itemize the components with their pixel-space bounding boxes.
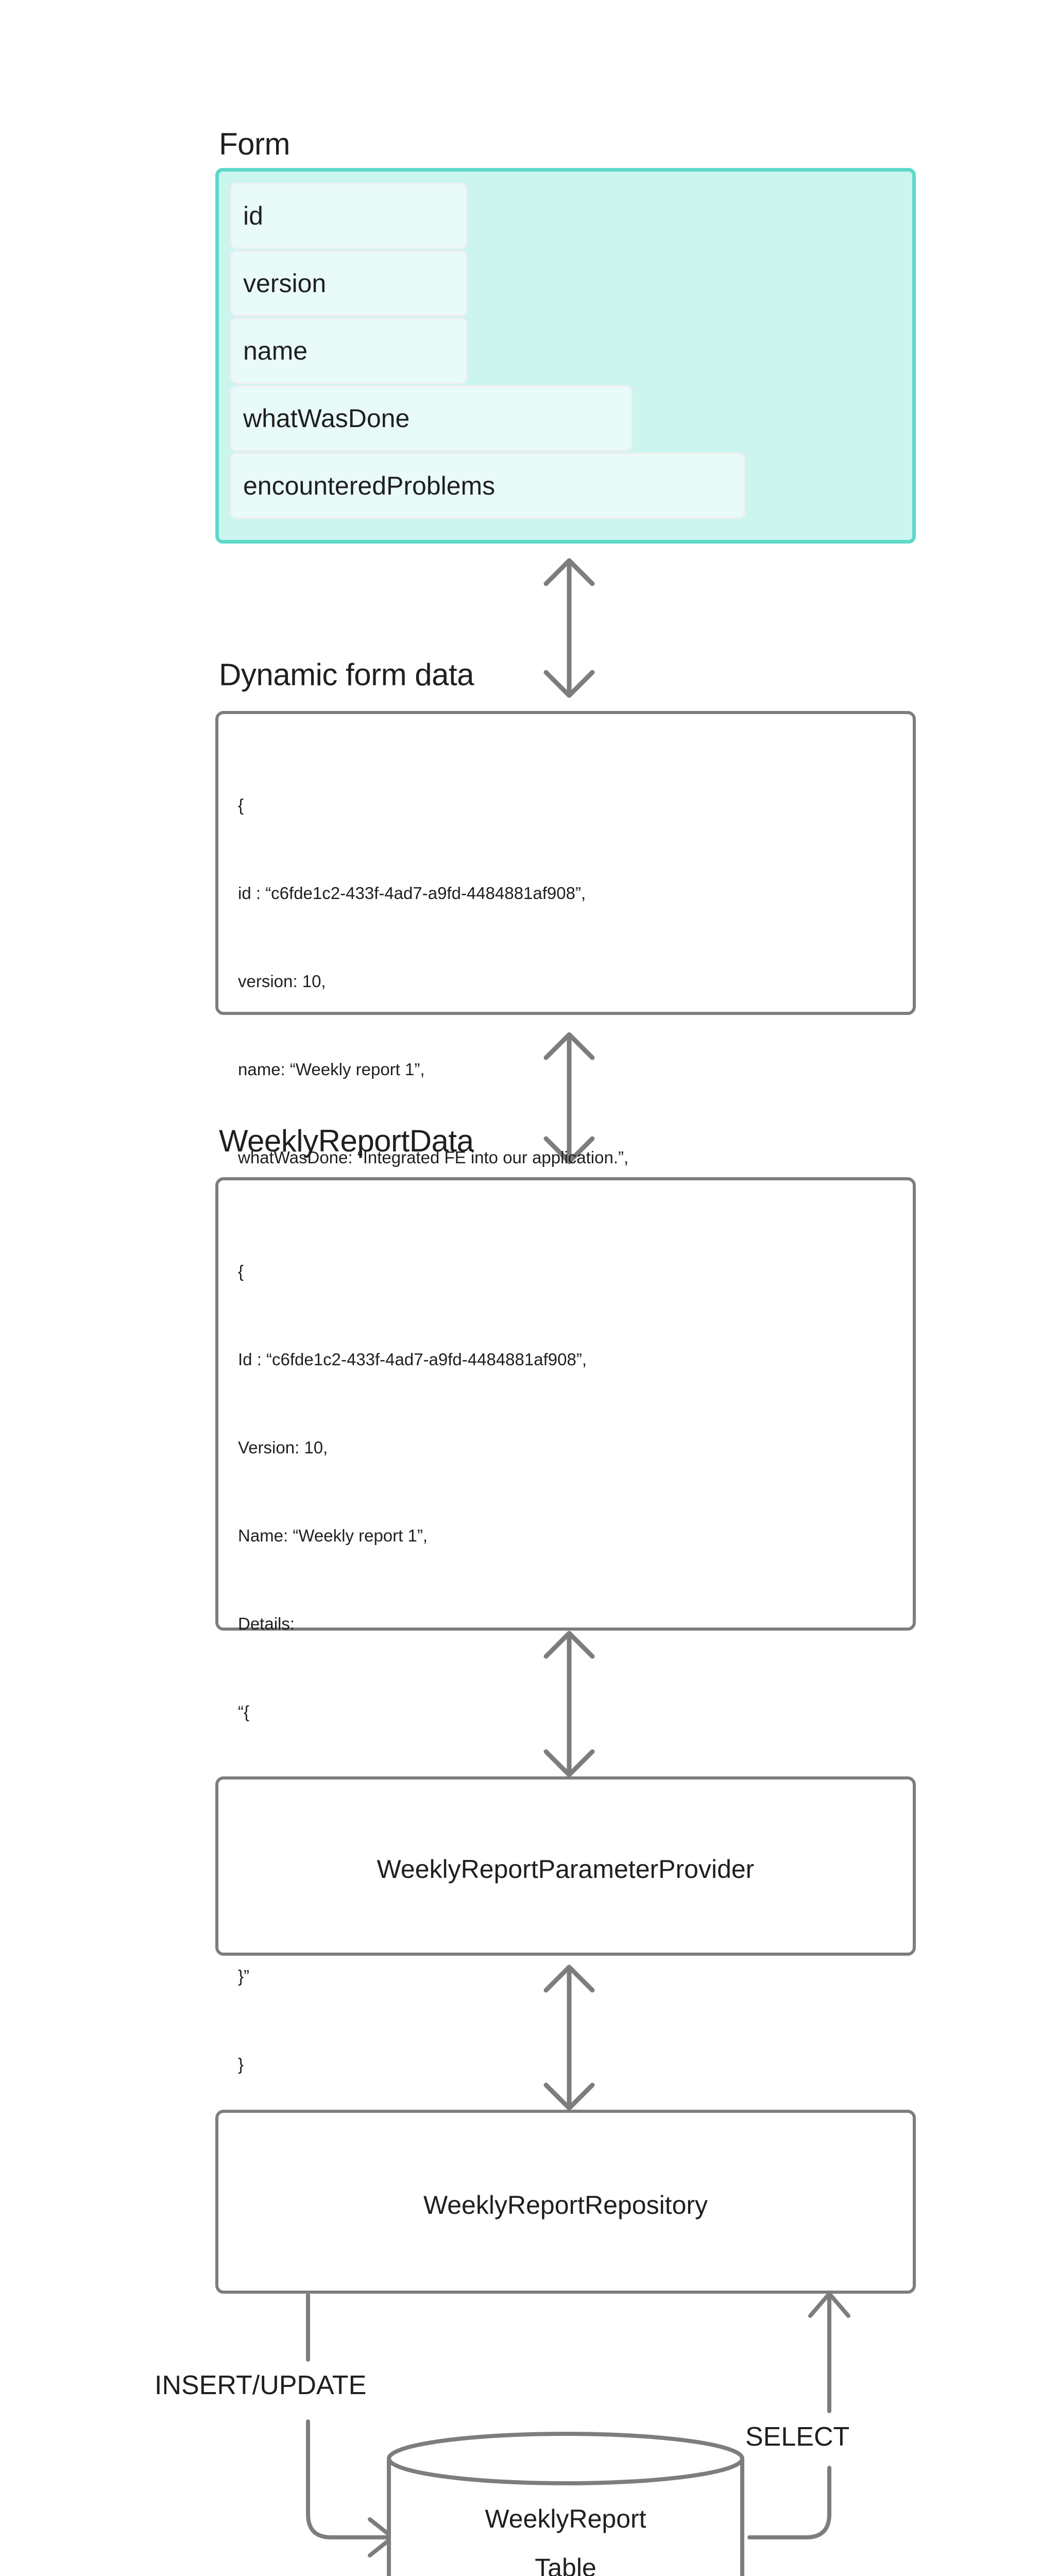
form-box: id version name whatWasDone encounteredP… (215, 168, 916, 544)
code-line: Id : “c6fde1c2-433f-4ad7-a9fd-4484881af9… (238, 1350, 587, 1369)
code-line: “{ (238, 1702, 250, 1721)
arrow-select (747, 2292, 850, 2539)
form-field-version[interactable]: version (230, 250, 467, 316)
weekly-report-data-box (215, 1177, 916, 1631)
repository-box: WeeklyReportRepository (215, 2110, 916, 2294)
code-line: Version: 10, (238, 1438, 328, 1457)
select-label: SELECT (745, 2422, 850, 2452)
form-field-label: id (243, 201, 263, 230)
code-line: Name: “Weekly report 1”, (238, 1526, 428, 1545)
dynamic-form-data-box (215, 711, 916, 1015)
database-label-line1: WeeklyReport (485, 2504, 646, 2533)
insert-update-label: INSERT/UPDATE (155, 2370, 367, 2400)
form-field-whatwasdone[interactable]: whatWasDone (230, 385, 632, 451)
form-field-label: name (243, 336, 308, 365)
form-field-name[interactable]: name (230, 318, 467, 384)
parameter-provider-label: WeeklyReportParameterProvider (377, 1855, 755, 1884)
parameter-provider-box: WeeklyReportParameterProvider (215, 1776, 916, 1956)
code-line: { (238, 795, 244, 815)
form-field-id[interactable]: id (230, 183, 467, 249)
weekly-report-data-code: { Id : “c6fde1c2-433f-4ad7-a9fd-4484881a… (238, 1198, 670, 2138)
code-line: }” (238, 1967, 250, 1986)
weekly-report-data-caption: WeeklyReportData (219, 1124, 474, 1158)
code-line: version: 10, (238, 972, 326, 991)
form-field-label: encounteredProblems (243, 471, 496, 500)
form-field-encounteredproblems[interactable]: encounteredProblems (230, 453, 745, 519)
code-line: Details: (238, 1614, 295, 1633)
arrow-form-to-dynamic (543, 558, 595, 698)
code-line: } (238, 2055, 244, 2074)
code-line: whatWasDone: “Integrated FE into our app… (238, 1148, 629, 1167)
form-field-label: whatWasDone (243, 404, 410, 433)
dynamic-form-data-caption: Dynamic form data (219, 657, 474, 692)
code-line: name: “Weekly report 1”, (238, 1060, 425, 1079)
database-label-line2: Table (535, 2553, 596, 2576)
form-caption: Form (219, 127, 290, 161)
form-field-label: version (243, 269, 327, 298)
arrow-insert-update (306, 2293, 395, 2557)
repository-label: WeeklyReportRepository (423, 2191, 708, 2219)
code-line: { (238, 1262, 244, 1281)
code-line: id : “c6fde1c2-433f-4ad7-a9fd-4484881af9… (238, 884, 586, 903)
